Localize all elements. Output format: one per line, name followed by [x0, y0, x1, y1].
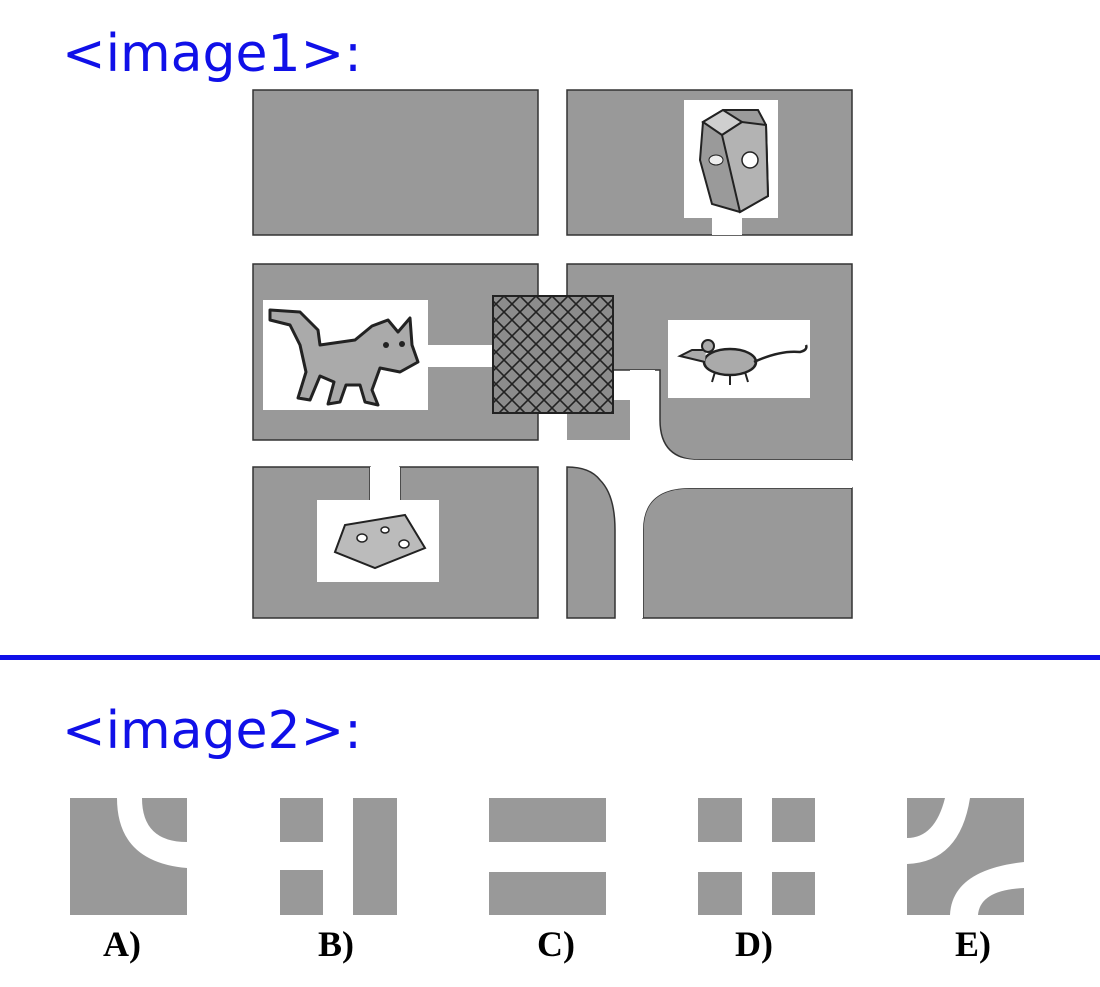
option-a-label: A)	[103, 924, 141, 964]
option-c-label: C)	[537, 924, 575, 964]
option-a-tile[interactable]	[70, 798, 187, 915]
image2-label: <image2>:	[62, 701, 362, 761]
option-c-tile[interactable]	[489, 798, 606, 915]
crosshatch-square-icon	[492, 295, 614, 414]
block-bottom-middle	[566, 466, 616, 619]
option-e-label: E)	[955, 924, 991, 964]
block-top-left	[252, 89, 539, 236]
cat-icon	[263, 300, 493, 410]
image1-label: <image1>:	[62, 24, 362, 84]
option-e-tile[interactable]	[907, 798, 1024, 915]
option-d-tile[interactable]	[698, 798, 815, 915]
section-divider	[0, 655, 1100, 660]
option-d-label: D)	[735, 924, 773, 964]
cheese-icon	[317, 467, 439, 582]
block-bottom-right	[642, 487, 853, 619]
option-b-tile[interactable]	[280, 798, 397, 915]
milk-carton-icon	[684, 100, 778, 235]
curved-road	[567, 370, 852, 618]
city-map	[252, 89, 853, 619]
mouse-icon	[668, 320, 810, 398]
option-b-label: B)	[318, 924, 354, 964]
